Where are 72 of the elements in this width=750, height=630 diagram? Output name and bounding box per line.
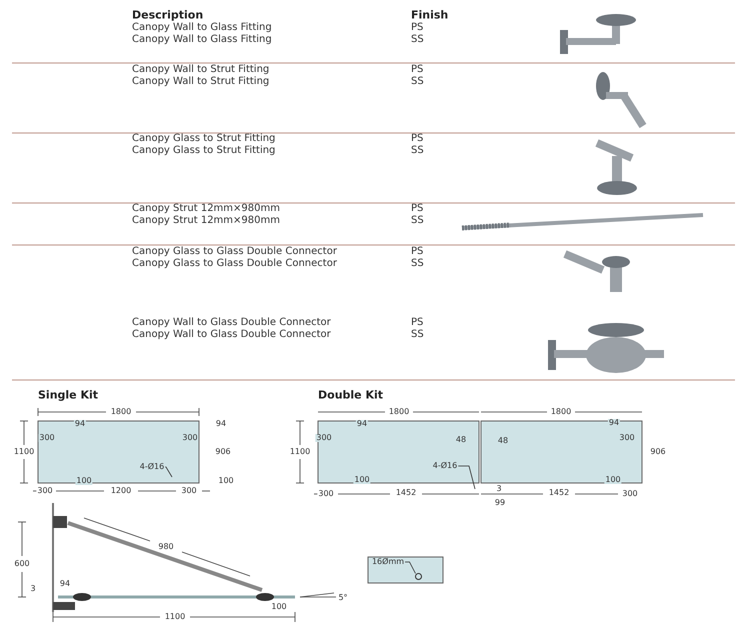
- table-text: SS: [411, 77, 424, 87]
- dimension-label: 94: [58, 580, 72, 588]
- dimension-label: 100: [75, 477, 93, 485]
- dimension-label: 100: [353, 476, 371, 484]
- callout-label: 16Ømm: [370, 558, 406, 566]
- table-text: Canopy Strut 12mm×980mm: [132, 216, 280, 226]
- column-header: Description: [132, 10, 204, 20]
- dimension-label: 300: [621, 490, 639, 498]
- table-text: PS: [411, 247, 424, 257]
- dimension-label: 300: [180, 487, 198, 495]
- hole-mark: [414, 572, 422, 580]
- dimension-label: 300: [36, 487, 54, 495]
- table-text: PS: [411, 65, 424, 75]
- dimension-label: 300: [315, 434, 333, 442]
- leader-line: [458, 466, 476, 490]
- dimension-label: 1100: [164, 613, 186, 621]
- dimension-label: 100: [604, 476, 622, 484]
- dimension-label: 1800: [110, 408, 132, 416]
- section-heading: Double Kit: [318, 390, 384, 400]
- dimension-label: 300: [181, 434, 199, 442]
- table-text: Canopy Wall to Glass Fitting: [132, 35, 272, 45]
- table-text: Canopy Strut 12mm×980mm: [132, 204, 280, 214]
- table-text: PS: [411, 134, 424, 144]
- table-text: PS: [411, 23, 424, 33]
- dimension-label: 94: [356, 420, 368, 428]
- table-text: SS: [411, 146, 424, 156]
- dimension-label: 1200: [110, 487, 132, 495]
- dimension-label: 1100: [12, 448, 36, 456]
- table-text: Canopy Wall to Glass Fitting: [132, 23, 272, 33]
- dimension-label: 300: [317, 490, 335, 498]
- table-text: Canopy Wall to Strut Fitting: [132, 65, 270, 75]
- dimension-label: 48: [496, 437, 510, 445]
- table-text: PS: [411, 204, 424, 214]
- dimension-label: 3: [495, 485, 503, 493]
- column-header: Finish: [411, 10, 448, 20]
- dimension-label: 906: [649, 448, 667, 456]
- table-text: SS: [411, 35, 424, 45]
- dimension-label: 99: [494, 499, 506, 507]
- dimension-label: 1452: [548, 489, 570, 497]
- dimension-label: 1452: [394, 489, 418, 497]
- callout-label: 4-Ø16: [138, 463, 166, 471]
- table-text: PS: [411, 318, 424, 328]
- callout-label: 4-Ø16: [432, 462, 458, 470]
- dimension-label: 3: [29, 585, 37, 593]
- table-text: SS: [411, 259, 424, 269]
- dimension-label: 94: [74, 420, 86, 428]
- dimension-label: 1800: [550, 408, 572, 416]
- table-text: Canopy Glass to Strut Fitting: [132, 134, 276, 144]
- dimension-label: 300: [618, 434, 636, 442]
- table-text: Canopy Glass to Glass Double Connector: [132, 247, 337, 257]
- dimension-label: 94: [608, 419, 620, 427]
- dimension-label: 100: [217, 477, 235, 485]
- dimension-label: 300: [38, 434, 56, 442]
- dimension-label: 1100: [288, 448, 312, 456]
- dimension-label: 906: [214, 448, 232, 456]
- dimension-label: 5°: [337, 594, 349, 602]
- dimension-label: 980: [157, 543, 175, 551]
- section-heading: Single Kit: [38, 390, 98, 400]
- table-text: Canopy Wall to Glass Double Connector: [132, 330, 331, 340]
- leader-line: [404, 562, 416, 574]
- table-text: Canopy Glass to Strut Fitting: [132, 146, 276, 156]
- table-text: Canopy Wall to Glass Double Connector: [132, 318, 331, 328]
- dimension-label: 48: [454, 436, 468, 444]
- table-text: Canopy Wall to Strut Fitting: [132, 77, 270, 87]
- leader-line: [164, 466, 172, 478]
- table-text: SS: [411, 216, 424, 226]
- dimension-label: 100: [270, 603, 288, 611]
- table-text: SS: [411, 330, 424, 340]
- dimension-label: 1800: [388, 408, 410, 416]
- dimension-label: 600: [13, 560, 31, 568]
- dimension-label: 94: [214, 420, 228, 428]
- table-text: Canopy Glass to Glass Double Connector: [132, 259, 337, 269]
